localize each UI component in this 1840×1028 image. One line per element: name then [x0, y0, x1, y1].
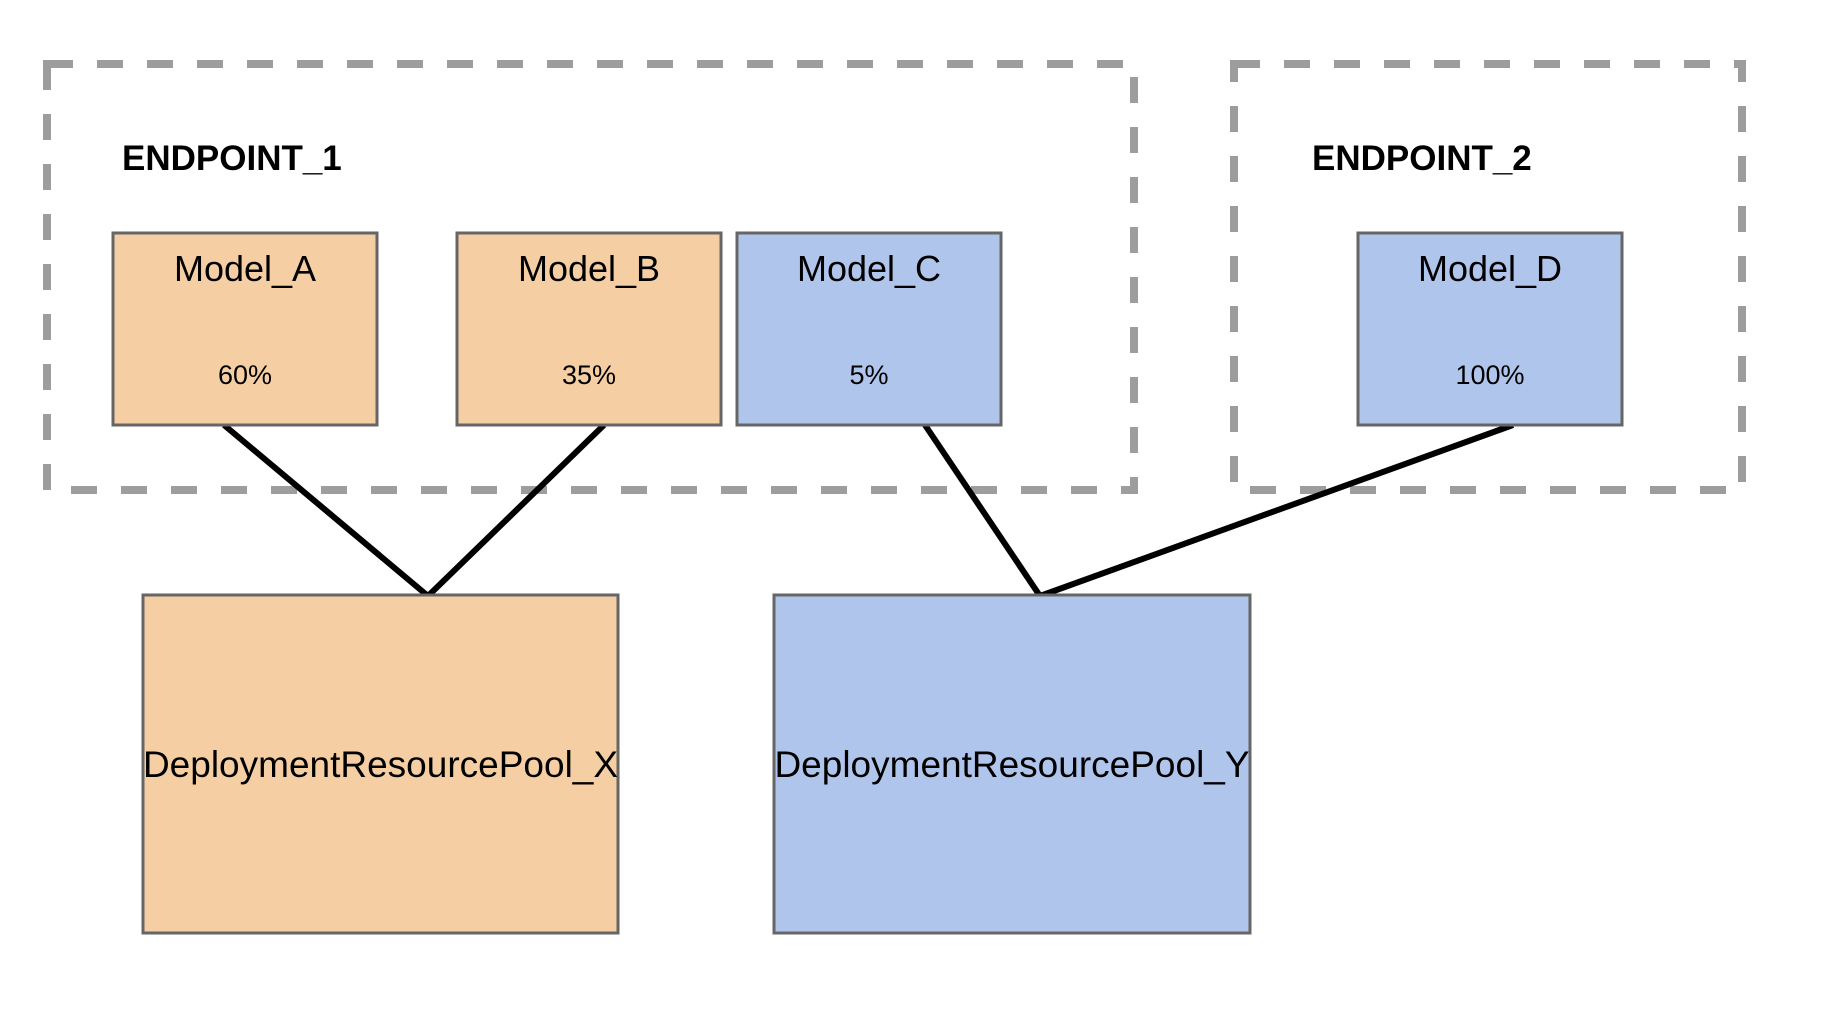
node-model-b-percent: 35%: [562, 360, 616, 390]
node-model-c-percent: 5%: [849, 360, 888, 390]
edge-model-c-to-pool-y: [922, 423, 1043, 598]
node-pool-y[interactable]: DeploymentResourcePool_Y: [772, 593, 1252, 935]
node-model-d[interactable]: Model_D 100%: [1356, 231, 1624, 427]
node-model-d-box: [1356, 231, 1624, 427]
node-model-c-box: [735, 231, 1003, 427]
node-model-a-box: [111, 231, 379, 427]
node-model-c-label: Model_C: [797, 248, 941, 289]
edge-model-d-to-pool-y: [1038, 422, 1515, 599]
node-model-a-percent: 60%: [218, 360, 272, 390]
node-model-b[interactable]: Model_B 35%: [455, 231, 723, 427]
group-endpoint-2-label: ENDPOINT_2: [1312, 139, 1532, 178]
node-pool-y-label: DeploymentResourcePool_Y: [774, 744, 1249, 785]
group-endpoint-1-label: ENDPOINT_1: [122, 139, 342, 178]
node-pool-x[interactable]: DeploymentResourcePool_X: [141, 593, 620, 935]
node-pool-x-label: DeploymentResourcePool_X: [143, 744, 618, 785]
group-endpoint-2[interactable]: ENDPOINT_2: [1230, 60, 1746, 494]
node-model-c[interactable]: Model_C 5%: [735, 231, 1003, 427]
node-model-b-label: Model_B: [518, 248, 660, 289]
group-endpoint-2-border: [1230, 60, 1746, 494]
edge-model-a-to-pool-x: [222, 422, 430, 599]
node-model-a[interactable]: Model_A 60%: [111, 231, 379, 427]
node-model-d-label: Model_D: [1418, 248, 1562, 289]
group-endpoint-1-border: [43, 60, 1138, 494]
group-endpoint-1[interactable]: ENDPOINT_1: [43, 60, 1138, 494]
node-pool-y-box: [772, 593, 1252, 935]
node-model-b-box: [455, 231, 723, 427]
edge-model-b-to-pool-x: [425, 422, 607, 599]
node-model-a-label: Model_A: [174, 248, 316, 289]
node-model-d-percent: 100%: [1455, 360, 1524, 390]
node-pool-x-box: [141, 593, 620, 935]
